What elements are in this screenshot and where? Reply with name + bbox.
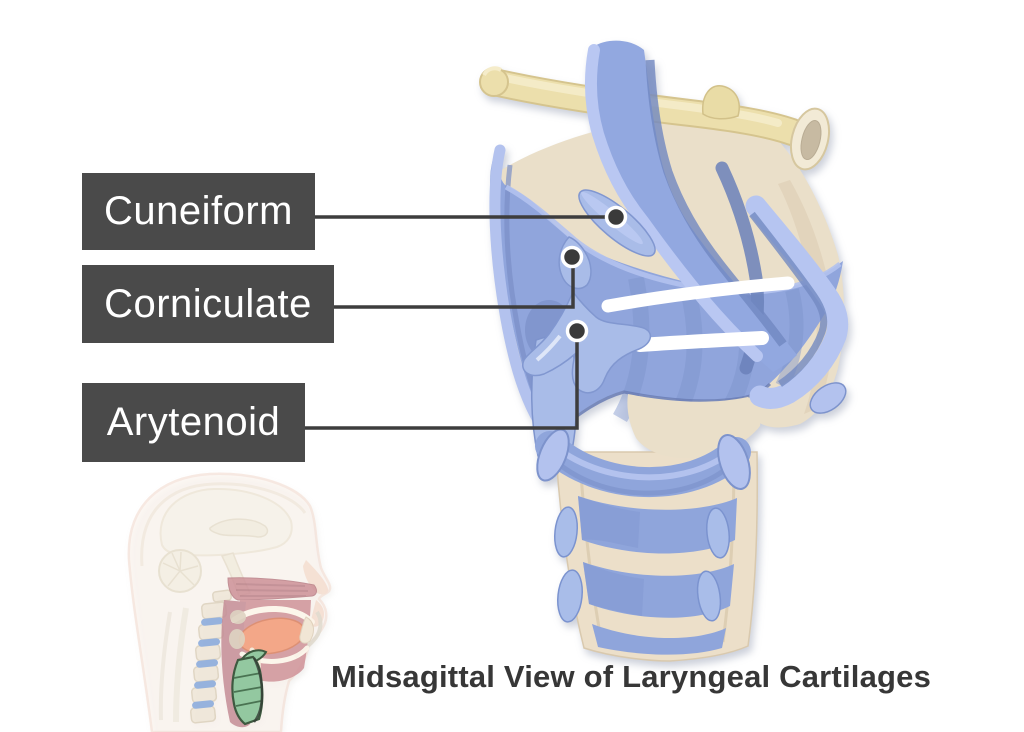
inset-larynx-highlight xyxy=(231,649,268,726)
nasal-cavity xyxy=(227,577,317,601)
leader-lines xyxy=(305,215,616,430)
thyroid-superior-horn xyxy=(489,144,553,440)
tracheal-rings xyxy=(578,496,737,655)
hyoid-bone xyxy=(479,66,831,171)
skull-line xyxy=(140,482,307,567)
dot-cuneiform[interactable] xyxy=(604,205,628,229)
vestibular-ligament xyxy=(601,276,795,313)
label-cuneiform[interactable]: Cuneiform xyxy=(82,173,315,250)
larynx-figure xyxy=(479,40,849,662)
figure-title: Midsagittal View of Laryngeal Cartilages xyxy=(331,659,932,694)
corpus-callosum xyxy=(209,518,269,538)
trachea xyxy=(554,451,758,662)
head-inset xyxy=(127,472,332,732)
thyroid-lamina-border xyxy=(745,195,849,409)
cervical-spine xyxy=(189,589,232,724)
thyroid-inferior-horn xyxy=(809,382,847,414)
dot-corniculate[interactable] xyxy=(560,245,584,269)
pointer-dots[interactable] xyxy=(560,205,628,343)
tracheal-ring-sections xyxy=(554,506,730,623)
label-arytenoid[interactable]: Arytenoid xyxy=(82,383,305,462)
label-corniculate[interactable]: Corniculate xyxy=(82,265,334,343)
vocal-ligament xyxy=(633,331,769,352)
leader-corniculate xyxy=(334,257,575,309)
uvula xyxy=(299,616,314,644)
epiglottis xyxy=(584,40,797,372)
dot-arytenoid[interactable] xyxy=(565,319,589,343)
hyoid-lesser-horn xyxy=(702,85,740,120)
leader-arytenoid xyxy=(305,331,579,430)
nose xyxy=(303,560,329,595)
cricoid-cartilage xyxy=(535,382,847,498)
